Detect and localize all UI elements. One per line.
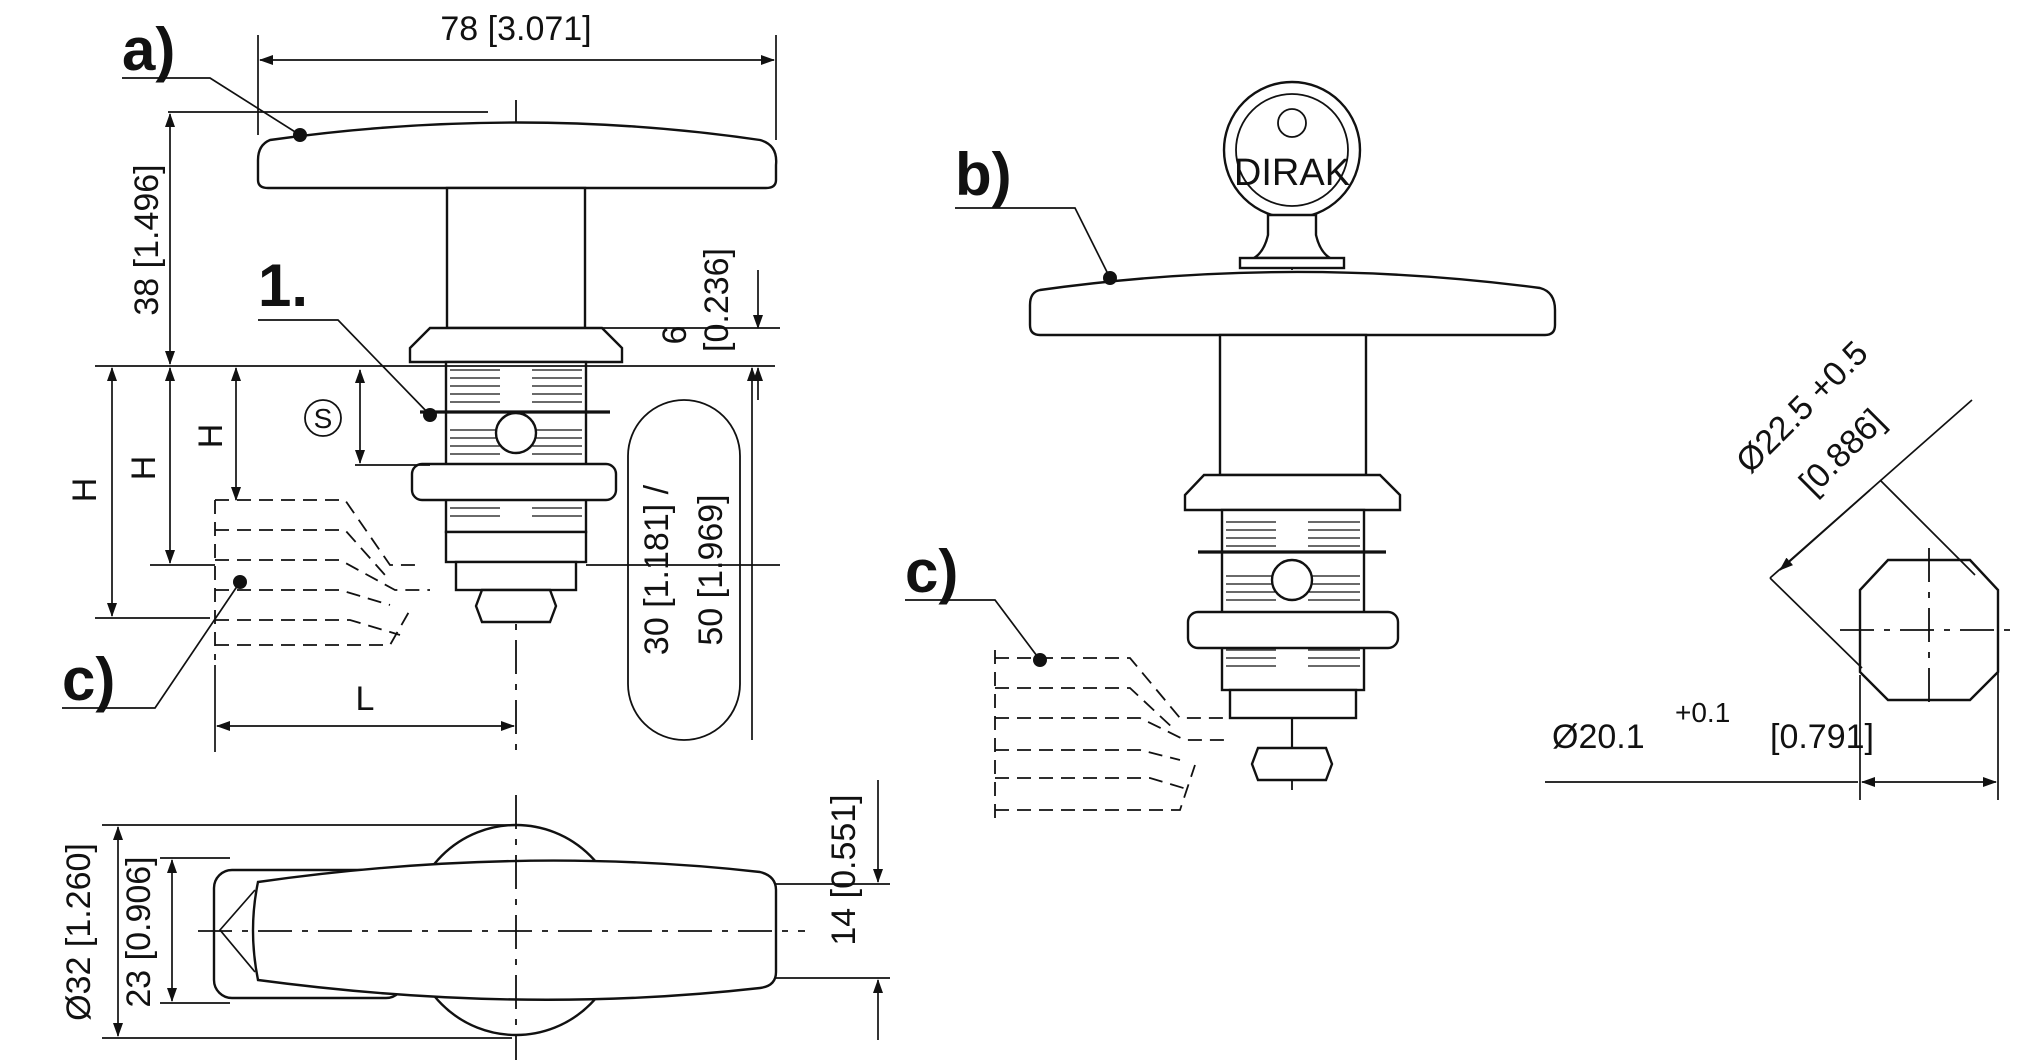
callout-c-middle-leader	[905, 599, 1041, 661]
thread-lines-b	[1226, 521, 1360, 667]
key-neck	[1249, 213, 1335, 260]
six-label: 6	[656, 326, 694, 345]
cam-stub	[454, 560, 578, 592]
body-hole	[494, 411, 538, 455]
width-78-label: 78 [3.071]	[440, 10, 591, 48]
cut-225-ext-upper	[1879, 479, 1976, 576]
callout-c-middle-label: c)	[905, 538, 958, 605]
t-handle-head-b	[1028, 270, 1557, 337]
handle-tip-lines	[218, 889, 256, 973]
key-head-ring	[1277, 108, 1307, 138]
mounting-nut	[410, 462, 618, 502]
cam-hidden-positions-b	[994, 650, 1230, 820]
handle-stem	[445, 186, 587, 330]
callout-c-left-dot	[233, 575, 247, 589]
panel-cutout-view: Ø22.5 +0.5 [0.886] Ø20.1 +0.1 [0.791]	[1545, 334, 2018, 800]
cut-201-label: Ø20.1	[1552, 718, 1645, 756]
cut-201-tolerance-label: +0.1	[1675, 697, 1730, 728]
l-label: L	[356, 680, 375, 718]
key-base	[1238, 256, 1346, 270]
key-head-inner	[1235, 93, 1349, 207]
callout-1-dot	[423, 408, 437, 422]
h-label-inner: H	[192, 424, 230, 449]
callout-b-leader	[955, 207, 1111, 279]
s-symbol-circle	[304, 399, 342, 437]
t-handle-head-a	[256, 121, 778, 190]
cam-stub-b	[1228, 688, 1358, 720]
callout-b-dot	[1103, 271, 1117, 285]
w-14-label: 14 [0.551]	[825, 794, 863, 945]
callout-a-dot	[293, 128, 307, 142]
s-symbol-label: S	[314, 403, 333, 434]
callout-c-middle-dot	[1033, 653, 1047, 667]
callout-b-label: b)	[955, 141, 1012, 208]
flange	[408, 326, 624, 364]
dia-32-label: Ø32 [1.260]	[60, 843, 98, 1021]
callout-c-left-leader	[62, 581, 241, 709]
mounting-nut-b	[1186, 610, 1400, 650]
height-38-label: 38 [1.496]	[128, 164, 166, 315]
key-head-outer	[1222, 80, 1362, 220]
brand-label: DIRAK	[1234, 152, 1350, 194]
lower-body	[444, 530, 588, 564]
callout-1-leader	[258, 319, 431, 416]
h-label-middle: H	[125, 456, 163, 481]
callout-c-left-label: c)	[62, 646, 115, 713]
front-view-keyed: DIRAK	[905, 80, 1557, 820]
callout-1-label: 1.	[258, 252, 308, 319]
cut-201-inch-label: [0.791]	[1770, 718, 1874, 756]
callout-a-label: a)	[122, 16, 175, 83]
len-50-label: 50 [1.969]	[692, 494, 730, 645]
h-label-outer: H	[66, 478, 104, 503]
cut-225-ext-lower	[1769, 577, 1863, 669]
body-hole-b	[1270, 558, 1314, 602]
dia-23-label: 23 [0.906]	[120, 856, 158, 1007]
top-view-bottom: Ø32 [1.260] 23 [0.906] 14 [0.551]	[60, 780, 890, 1060]
callout-a-leader	[122, 77, 301, 136]
length-callout-oval	[627, 399, 741, 741]
six-inch-label: [0.236]	[698, 248, 736, 352]
cut-225-arrow	[1779, 489, 1871, 571]
handle-stem-b	[1218, 333, 1368, 477]
flange-b	[1183, 473, 1402, 512]
bottom-nut	[474, 588, 558, 624]
front-view-left: 78 [3.071] 38 [1.496] 6 [0.236] H H H S …	[62, 10, 780, 760]
len-30-label: 30 [1.181] /	[638, 484, 676, 655]
cam-hidden-positions	[214, 499, 430, 660]
bottom-nut-b	[1250, 746, 1334, 782]
